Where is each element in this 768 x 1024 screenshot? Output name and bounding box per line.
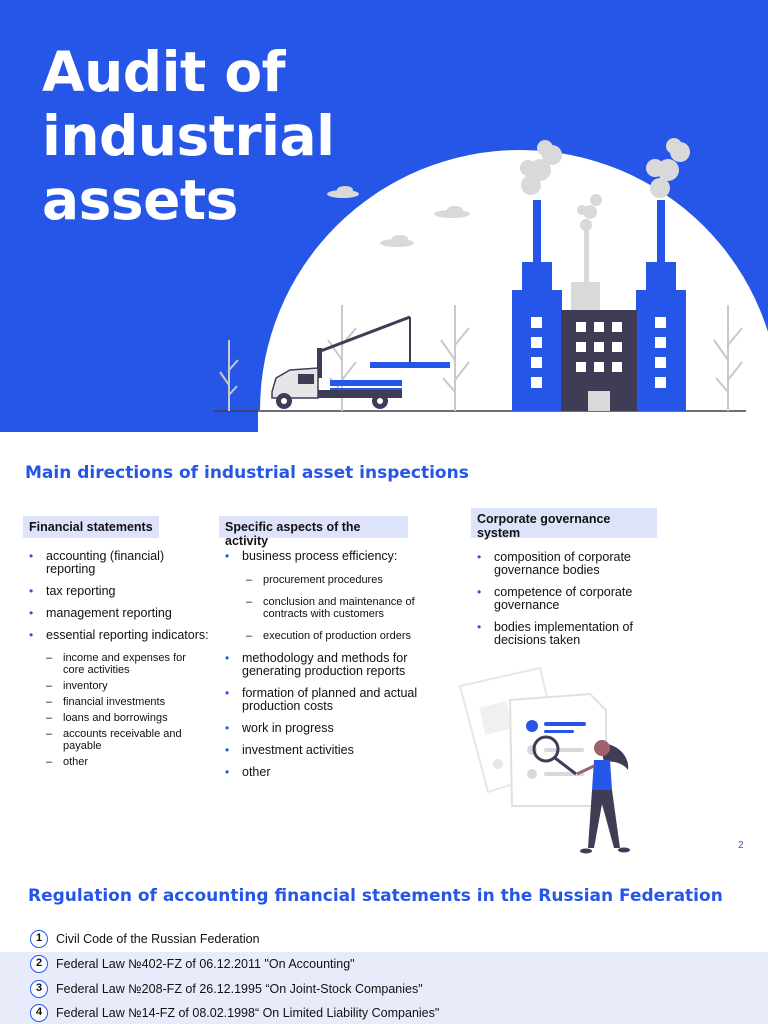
regulation-text: Civil Code of the Russian Federation bbox=[56, 932, 260, 946]
list-item-with-sublist: business process efficiency: procurement… bbox=[225, 549, 425, 643]
section-title-regulation: Regulation of accounting financial state… bbox=[28, 886, 723, 906]
list-item-label: business process efficiency: bbox=[242, 549, 398, 563]
hero-banner: Audit of industrial assets bbox=[0, 0, 768, 432]
list-item: methodology and methods for generating p… bbox=[225, 652, 425, 678]
list-item: investment activities bbox=[225, 744, 425, 758]
industrial-illustration bbox=[214, 138, 768, 432]
magnifier-icon bbox=[532, 735, 577, 776]
sublist-item: conclusion and maintenance of contracts … bbox=[246, 596, 425, 620]
list-item-label: essential reporting indicators: bbox=[46, 628, 209, 642]
sublist-item: accounts receivable and payable bbox=[46, 728, 209, 752]
number-badge: 3 bbox=[30, 980, 48, 998]
crane-truck-illustration bbox=[271, 315, 450, 409]
cloud-icon bbox=[327, 186, 470, 247]
factory-illustration bbox=[512, 138, 690, 411]
number-badge: 4 bbox=[30, 1004, 48, 1022]
column-heading-governance: Corporate governance system bbox=[471, 508, 657, 540]
sublist-item: execution of production orders bbox=[246, 630, 425, 642]
list-item: other bbox=[225, 766, 425, 780]
document-inspection-illustration bbox=[458, 666, 630, 854]
list-item-with-sublist: essential reporting indicators: income a… bbox=[29, 628, 209, 769]
sublist-item: financial investments bbox=[46, 696, 209, 708]
sublist-item: procurement procedures bbox=[246, 574, 425, 586]
sublist: income and expenses for core activities … bbox=[46, 652, 209, 768]
number-badge: 2 bbox=[30, 955, 48, 973]
page-number: 2 bbox=[738, 840, 744, 851]
sublist: procurement procedures conclusion and ma… bbox=[246, 574, 425, 642]
tree-icon bbox=[219, 305, 743, 411]
list-item: tax reporting bbox=[29, 585, 209, 599]
regulation-text: Federal Law №402-FZ of 06.12.2011 "On Ac… bbox=[56, 957, 355, 971]
regulation-row: 3 Federal Law №208-FZ of 26.12.1995 “On … bbox=[0, 977, 768, 1002]
section-title-inspections: Main directions of industrial asset insp… bbox=[25, 463, 469, 483]
regulation-text: Federal Law №14-FZ of 08.02.1998“ On Lim… bbox=[56, 1006, 440, 1020]
list-item: competence of corporate governance bbox=[477, 586, 662, 612]
governance-list: composition of corporate governance bodi… bbox=[477, 551, 662, 656]
financial-statements-list: accounting (financial) reporting tax rep… bbox=[29, 550, 209, 777]
sublist-item: loans and borrowings bbox=[46, 712, 209, 724]
sublist-item: inventory bbox=[46, 680, 209, 692]
regulation-row: 1 Civil Code of the Russian Federation bbox=[0, 927, 768, 952]
regulation-row: 2 Federal Law №402-FZ of 06.12.2011 "On … bbox=[0, 952, 768, 977]
regulation-row: 4 Federal Law №14-FZ of 08.02.1998“ On L… bbox=[0, 1001, 768, 1024]
activity-aspects-list: business process efficiency: procurement… bbox=[225, 550, 425, 788]
column-heading-activity: Specific aspects of the activity bbox=[219, 516, 408, 548]
list-item: work in progress bbox=[225, 722, 425, 736]
hero-title: Audit of industrial assets bbox=[42, 40, 335, 232]
column-heading-financial: Financial statements bbox=[23, 516, 159, 538]
hero-title-line: industrial bbox=[42, 104, 335, 168]
list-item: bodies implementation of decisions taken bbox=[477, 621, 662, 647]
list-item: formation of planned and actual producti… bbox=[225, 687, 425, 713]
sublist-item: other bbox=[46, 756, 209, 768]
list-item: management reporting bbox=[29, 607, 209, 621]
sublist-item: income and expenses for core activities bbox=[46, 652, 209, 676]
list-item: composition of corporate governance bodi… bbox=[477, 551, 662, 577]
hero-title-line: Audit of bbox=[42, 40, 286, 104]
person-illustration bbox=[576, 740, 630, 854]
hero-title-line: assets bbox=[42, 168, 238, 232]
number-badge: 1 bbox=[30, 930, 48, 948]
list-item: accounting (financial) reporting bbox=[29, 550, 209, 576]
regulation-text: Federal Law №208-FZ of 26.12.1995 “On Jo… bbox=[56, 982, 423, 996]
document-icon bbox=[458, 666, 607, 807]
